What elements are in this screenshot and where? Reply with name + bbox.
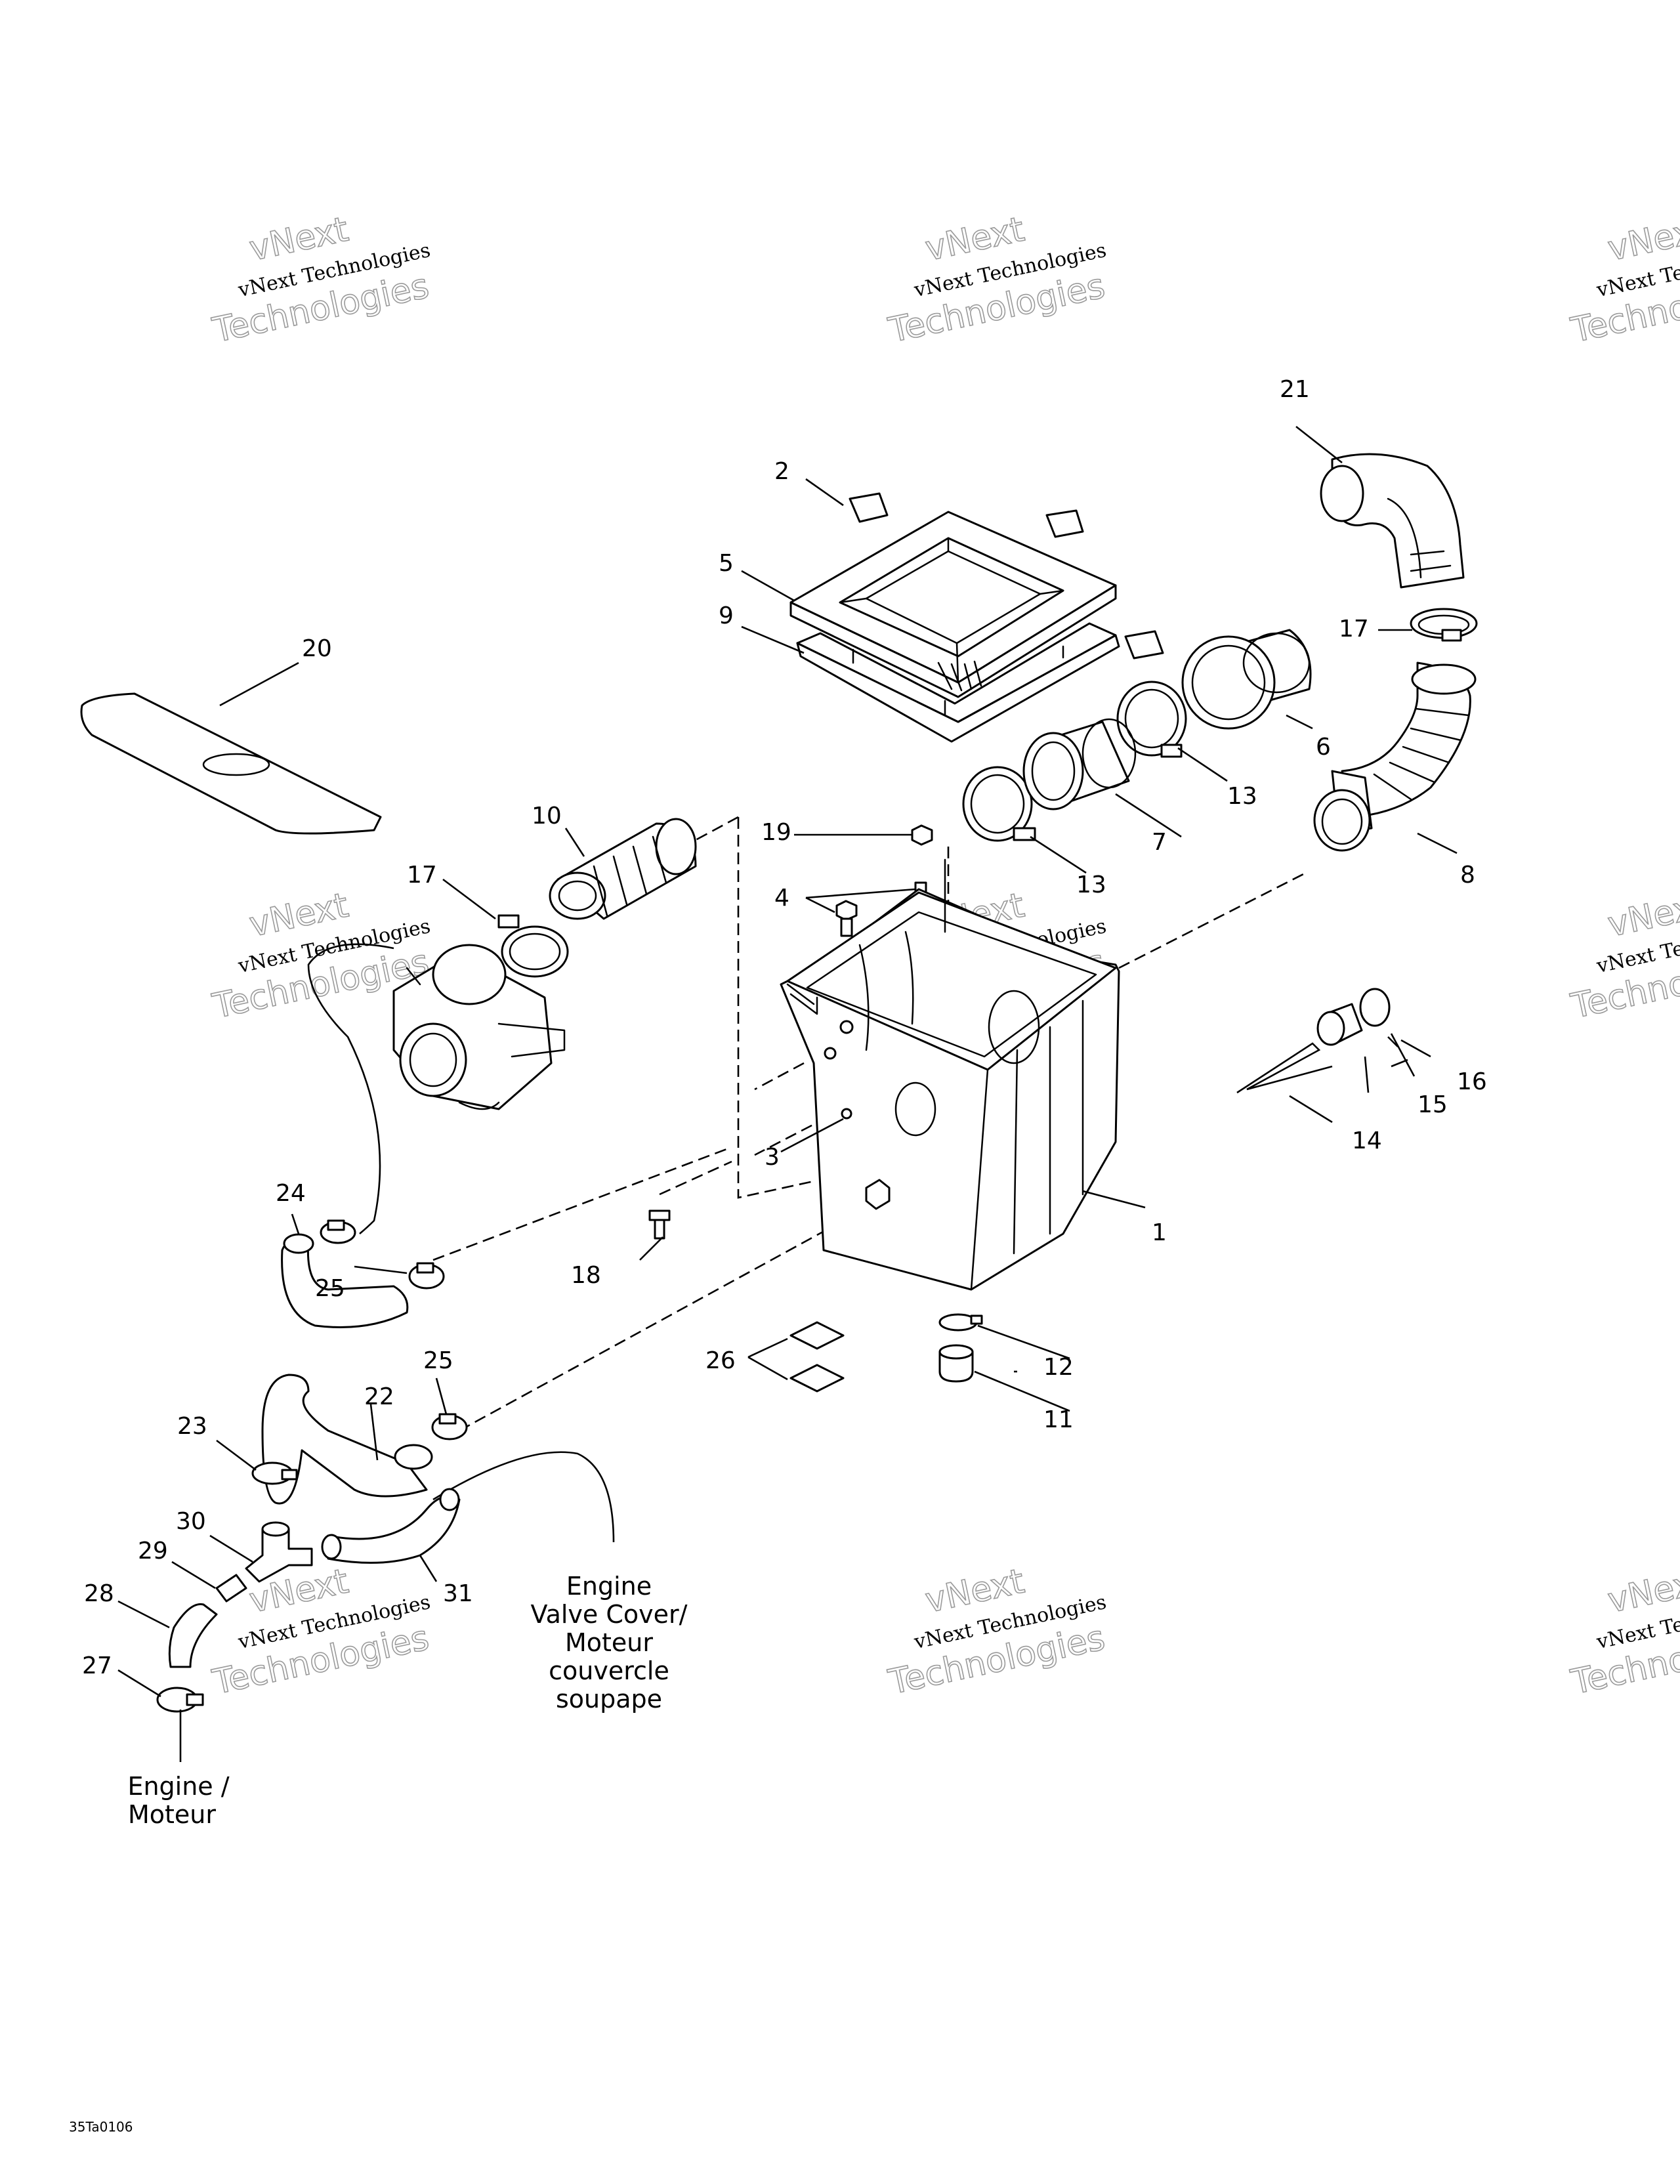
callout-26: 26 bbox=[705, 1347, 736, 1374]
callout-17-left: 17 bbox=[407, 862, 437, 889]
callout-24: 24 bbox=[276, 1180, 306, 1207]
part-6-intake-tube bbox=[1181, 629, 1312, 730]
callout-12: 12 bbox=[1043, 1354, 1074, 1381]
watermark-line1: vNext bbox=[1605, 210, 1680, 269]
part-7-intake-adapter bbox=[1022, 718, 1137, 810]
part-18-screw bbox=[648, 1209, 671, 1240]
callout-14: 14 bbox=[1352, 1127, 1382, 1154]
callout-16: 16 bbox=[1457, 1068, 1487, 1095]
callout-28: 28 bbox=[84, 1580, 114, 1607]
part-12-clamp bbox=[938, 1313, 983, 1332]
part-16-plug bbox=[1359, 988, 1391, 1027]
callout-1: 1 bbox=[1152, 1219, 1167, 1246]
part-2-cover-clip bbox=[849, 492, 1164, 660]
watermark-line1: vNext bbox=[1605, 886, 1680, 945]
note-valve-cover-line-4: couvercle bbox=[549, 1656, 669, 1685]
callout-3: 3 bbox=[765, 1144, 780, 1171]
callout-6: 6 bbox=[1316, 734, 1331, 761]
part-9-air-filter bbox=[796, 622, 1120, 743]
drawing-code: 35Ta0106 bbox=[69, 2119, 133, 2135]
callout-31: 31 bbox=[443, 1580, 473, 1607]
watermark: vNext vNext Technologies Technologies bbox=[1567, 1561, 1680, 1703]
callout-13-upper: 13 bbox=[1227, 783, 1257, 810]
part-1-air-box-body bbox=[780, 858, 1120, 1291]
part-13-clamp-upper bbox=[1116, 681, 1187, 758]
watermark: vNext vNext Technologies Technologies bbox=[885, 209, 1109, 351]
part-15-plug bbox=[1316, 1003, 1363, 1046]
callout-17-upper: 17 bbox=[1339, 616, 1369, 642]
callout-20: 20 bbox=[302, 635, 332, 662]
part-10-adapter-boot bbox=[549, 818, 697, 920]
note-valve-cover-line-3: Moteur bbox=[565, 1628, 653, 1657]
callout-29: 29 bbox=[138, 1538, 168, 1564]
callout-15: 15 bbox=[1418, 1091, 1448, 1118]
callout-19: 19 bbox=[761, 819, 791, 846]
callout-13-lower: 13 bbox=[1076, 872, 1106, 898]
part-23-clamp bbox=[251, 1461, 298, 1485]
callout-5: 5 bbox=[719, 550, 734, 577]
callout-27: 27 bbox=[82, 1652, 112, 1679]
part-17-clamp-upper bbox=[1410, 608, 1478, 642]
callout-23: 23 bbox=[177, 1413, 207, 1440]
callout-11: 11 bbox=[1043, 1406, 1074, 1433]
part-13-clamp-lower bbox=[962, 766, 1036, 842]
callout-9: 9 bbox=[719, 602, 734, 629]
part-28-hose bbox=[168, 1603, 218, 1668]
watermark-line1: vNext bbox=[1605, 1562, 1680, 1621]
watermark: vNext vNext Technologies Technologies bbox=[209, 209, 433, 351]
leader-lines bbox=[117, 425, 1458, 1762]
callout-18: 18 bbox=[571, 1262, 601, 1289]
callout-10: 10 bbox=[532, 803, 562, 830]
note-valve-cover: Engine Valve Cover/ Moteur couvercle sou… bbox=[531, 1572, 688, 1713]
part-25-clamp bbox=[320, 1219, 468, 1440]
callout-25-lower: 25 bbox=[423, 1347, 453, 1374]
note-valve-cover-line-2: Valve Cover/ bbox=[531, 1600, 688, 1629]
callout-7: 7 bbox=[1152, 829, 1167, 856]
note-valve-cover-line-1: Engine bbox=[566, 1572, 652, 1601]
part-30-t-fitting bbox=[245, 1521, 313, 1583]
watermark: vNext vNext Technologies Technologies bbox=[1567, 885, 1680, 1027]
part-31-hose bbox=[321, 1451, 615, 1564]
part-26-pad bbox=[789, 1321, 845, 1393]
part-24-vent-hose bbox=[281, 943, 409, 1328]
watermark: vNext vNext Technologies Technologies bbox=[209, 1561, 433, 1703]
note-engine-line-2: Moteur bbox=[128, 1800, 216, 1829]
callout-2: 2 bbox=[774, 458, 789, 485]
note-valve-cover-line-5: soupape bbox=[556, 1685, 662, 1713]
part-20-foam-pad bbox=[80, 692, 382, 835]
carburetor bbox=[392, 944, 566, 1110]
callout-25-upper: 25 bbox=[315, 1275, 345, 1302]
callout-22: 22 bbox=[364, 1383, 394, 1410]
note-engine: Engine / Moteur bbox=[127, 1772, 229, 1829]
part-14-retaining-wire bbox=[1236, 1042, 1333, 1094]
part-11-drain-cap bbox=[938, 1344, 974, 1383]
note-engine-line-1: Engine / bbox=[127, 1772, 229, 1801]
callout-8: 8 bbox=[1460, 862, 1475, 889]
callout-30: 30 bbox=[176, 1508, 206, 1535]
watermark: vNext vNext Technologies Technologies bbox=[885, 1561, 1109, 1703]
part-3-drain-plug bbox=[841, 1108, 852, 1120]
part-5-air-box-cover bbox=[789, 511, 1117, 698]
callouts: 1 2 3 4 5 6 7 8 9 10 11 12 13 13 14 15 1… bbox=[82, 376, 1487, 1679]
part-29-connector bbox=[215, 1574, 247, 1603]
part-27-clamp bbox=[156, 1687, 204, 1713]
watermark: vNext vNext Technologies Technologies bbox=[1567, 209, 1680, 351]
part-22-vent-hose bbox=[261, 1374, 433, 1505]
part-8-intake-duct bbox=[1313, 662, 1477, 852]
callout-4: 4 bbox=[774, 885, 789, 912]
callout-21: 21 bbox=[1280, 376, 1310, 403]
part-19-nut bbox=[835, 824, 933, 921]
part-17-clamp-left bbox=[497, 914, 569, 978]
part-21-intake-elbow bbox=[1320, 453, 1465, 589]
